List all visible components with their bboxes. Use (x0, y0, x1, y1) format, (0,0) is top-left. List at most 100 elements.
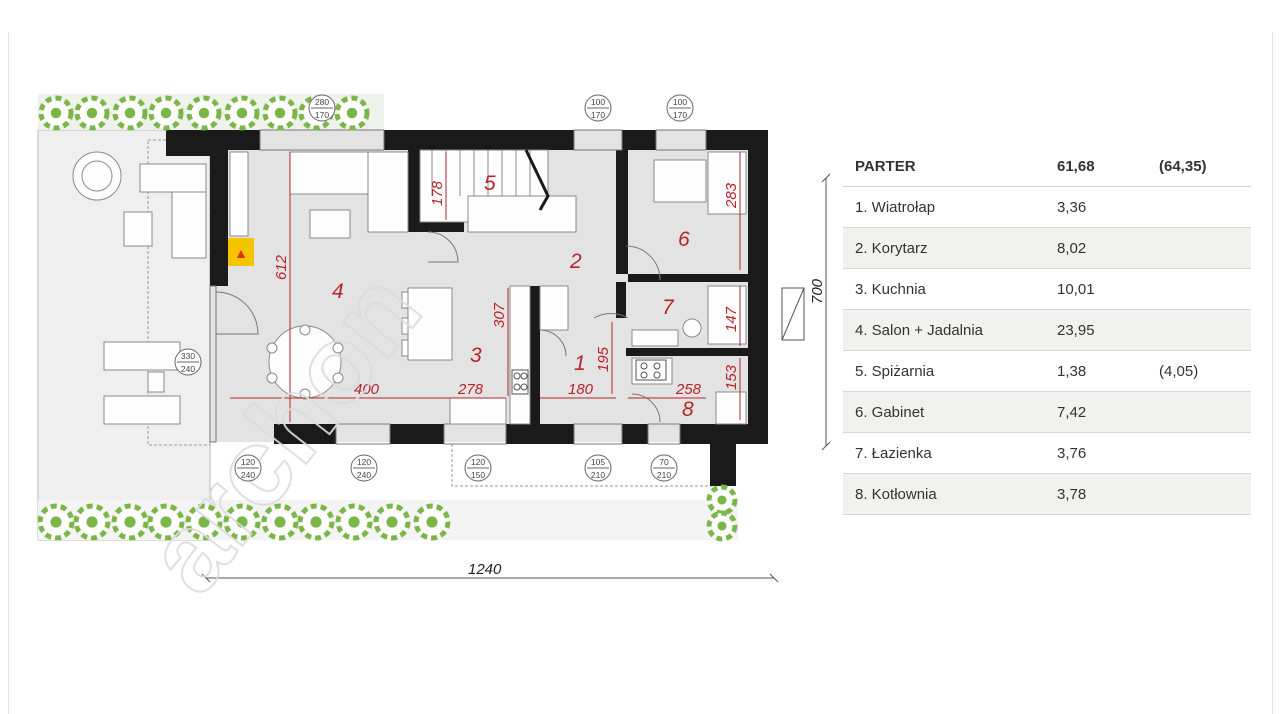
dimension-lines (230, 152, 741, 422)
window-height: 150 (471, 470, 485, 480)
overall-depth: 700 (809, 278, 826, 304)
shrub-icon (706, 510, 738, 542)
room-area: 10,01 (1045, 268, 1147, 310)
fireplace-icon: ▲ (234, 245, 248, 261)
stove (511, 359, 667, 395)
window-width: 70 (659, 457, 669, 467)
shrub-icon (112, 95, 148, 131)
window-width: 120 (471, 457, 485, 467)
furniture (72, 149, 747, 425)
floor-plan: ▲ (37, 94, 830, 583)
room-area: 1,38 (1045, 350, 1147, 392)
section-marker-diag (781, 287, 805, 341)
shrub-icon (73, 503, 111, 541)
shrub-icon (261, 503, 299, 541)
shrub-icon (38, 95, 74, 131)
dim-278: 278 (457, 381, 484, 398)
room-area: 3,78 (1045, 473, 1147, 515)
room-label-1: 1 (574, 352, 586, 375)
floor-area-extra: (64,35) (1147, 146, 1251, 187)
room-label-8: 8 (682, 398, 694, 421)
room-extra: (4,05) (1147, 350, 1251, 392)
room-label-4: 4 (332, 280, 344, 303)
shrub-icon (74, 95, 110, 131)
dim-283: 283 (723, 182, 740, 209)
room-name: 5. Spiżarnia (843, 350, 1045, 392)
glazing (209, 129, 707, 445)
dim-307: 307 (491, 302, 508, 328)
dim-258: 258 (675, 381, 702, 398)
shrub-icon (223, 503, 261, 541)
shrub-icon (335, 503, 373, 541)
shrub-icon (262, 95, 298, 131)
room-area: 23,95 (1045, 309, 1147, 351)
window-width: 105 (591, 457, 605, 467)
window-height: 240 (241, 470, 255, 480)
room-extra (1147, 309, 1251, 351)
table-header-row: PARTER 61,68 (64,35) (843, 146, 1251, 187)
room-label-6: 6 (678, 228, 690, 251)
shrub-icon (148, 95, 184, 131)
shrub-icon (186, 95, 222, 131)
room-name: 3. Kuchnia (843, 268, 1045, 310)
shrub-icon (224, 95, 260, 131)
shrub-icon (185, 503, 223, 541)
room-extra (1147, 391, 1251, 433)
dim-147: 147 (723, 306, 740, 332)
dim-180: 180 (568, 381, 594, 398)
window-width: 100 (591, 97, 605, 107)
overall-dimension-lines (201, 173, 830, 583)
shrub-icon (37, 503, 75, 541)
overall-width: 1240 (468, 561, 502, 578)
plan-labels: 4 5 2 6 7 3 1 8 612 400 278 307 178 180 … (121, 94, 826, 616)
shrub-icon (147, 503, 185, 541)
watermark: archon (122, 250, 445, 615)
floor-name: PARTER (843, 146, 1045, 187)
room-name: 1. Wiatrołap (843, 186, 1045, 228)
fireplace (228, 238, 254, 266)
dim-178: 178 (429, 180, 446, 206)
frame-border-right (1272, 32, 1273, 714)
window-height: 170 (591, 110, 605, 120)
room-extra (1147, 186, 1251, 228)
frame-border-left (8, 32, 9, 714)
room-label-7: 7 (662, 296, 675, 319)
window-width: 330 (181, 351, 195, 361)
room-name: 7. Łazienka (843, 432, 1045, 474)
window-height: 170 (673, 110, 687, 120)
room-name: 4. Salon + Jadalnia (843, 309, 1045, 351)
window-width: 100 (673, 97, 687, 107)
room-area: 8,02 (1045, 227, 1147, 269)
room-name: 2. Korytarz (843, 227, 1045, 269)
room-name: 8. Kotłownia (843, 473, 1045, 515)
window-width: 280 (315, 97, 329, 107)
window-width: 120 (241, 457, 255, 467)
window-height: 170 (315, 110, 329, 120)
shrub-icon (373, 503, 411, 541)
dim-153: 153 (723, 364, 740, 390)
room-extra (1147, 227, 1251, 269)
shrub-icon (413, 503, 451, 541)
dim-400: 400 (354, 381, 380, 398)
shrub-icon (334, 95, 370, 131)
room-label-5: 5 (484, 172, 496, 195)
room-label-2: 2 (569, 250, 582, 273)
room-area: 3,76 (1045, 432, 1147, 474)
